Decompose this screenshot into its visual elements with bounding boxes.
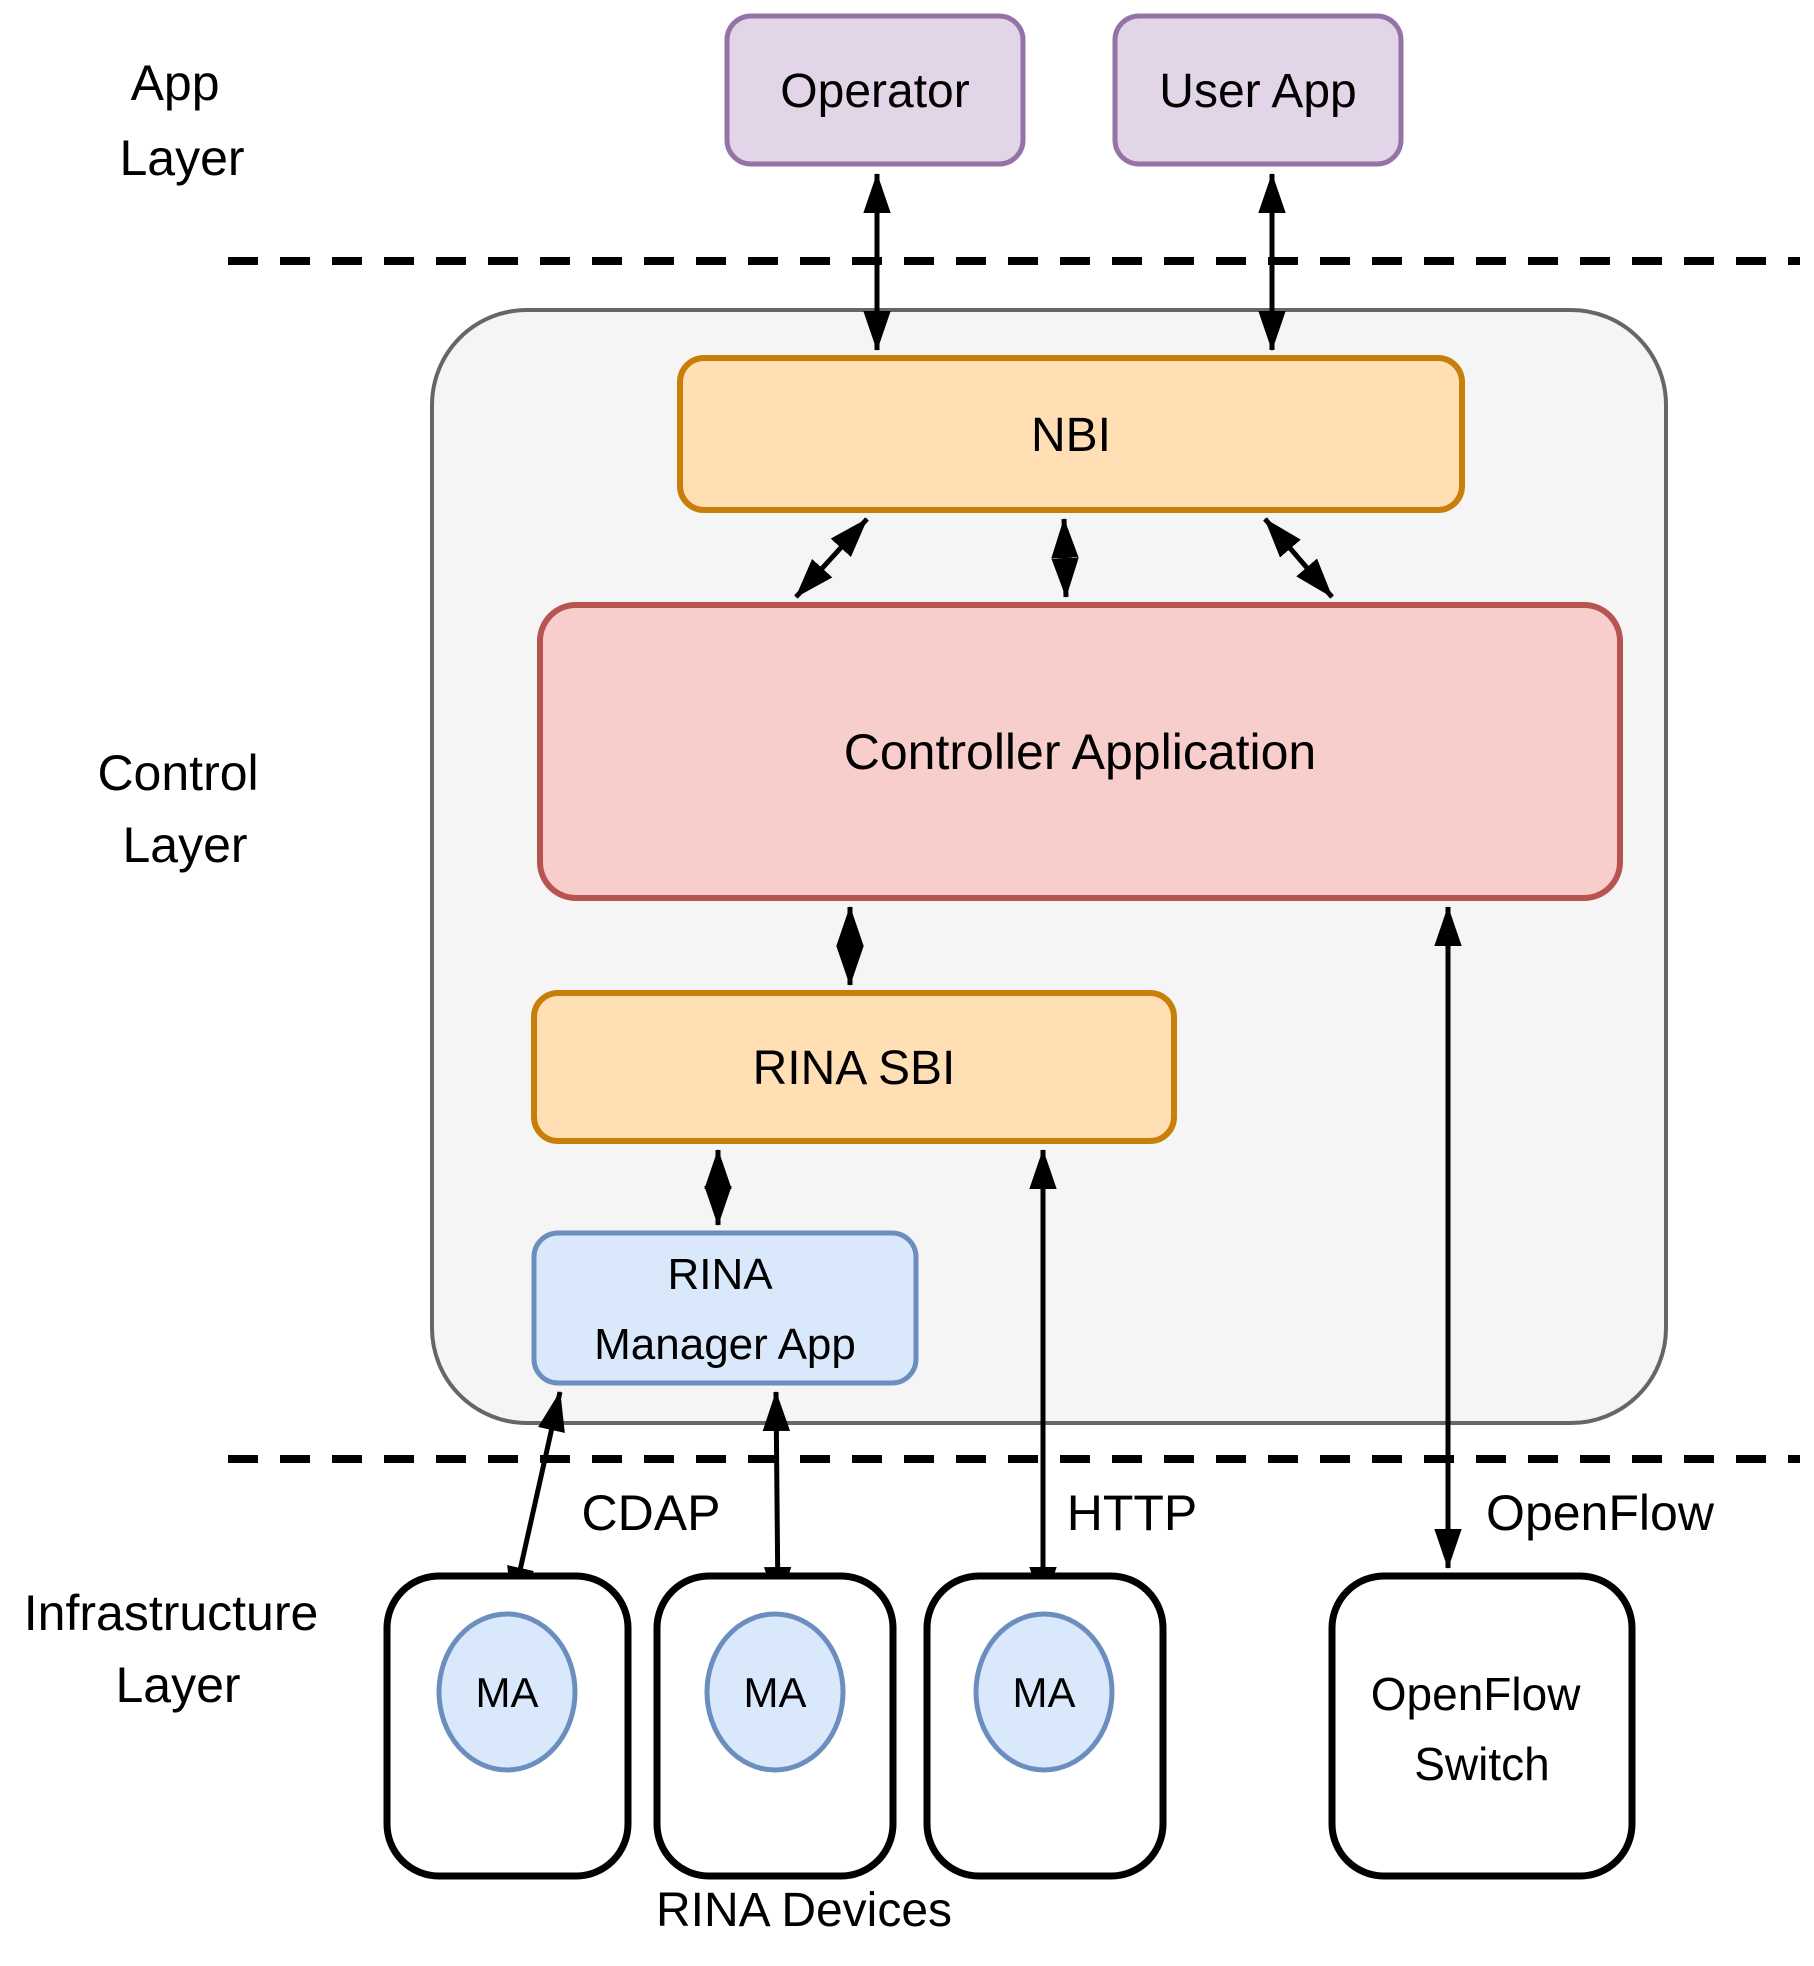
user-app-box xyxy=(1112,13,1404,167)
nbi-box xyxy=(677,355,1465,513)
rina-devices-caption: RINA Devices xyxy=(656,1884,952,1937)
arrow-nbi-controller-left xyxy=(794,517,869,599)
user-app-node: User App xyxy=(1112,13,1404,167)
nbi-label: NBI xyxy=(1031,409,1111,462)
arrow-nbi-controller-right xyxy=(1263,517,1334,599)
http-label: HTTP xyxy=(1067,1485,1198,1541)
ma-3-label: MA xyxy=(1013,1669,1076,1716)
openflow-switch-label: OpenFlow Switch xyxy=(1371,1668,1593,1790)
openflow-switch-node: OpenFlow Switch xyxy=(1328,1572,1636,1880)
ma-3-ellipse xyxy=(973,1611,1115,1773)
arrow-nbi-controller-middle xyxy=(1051,517,1079,599)
user-app-label: User App xyxy=(1159,65,1356,118)
infrastructure-layer-label: Infrastructure Layer xyxy=(24,1585,332,1713)
openflow-label: OpenFlow xyxy=(1486,1485,1715,1541)
rina-device-1: MA xyxy=(383,1572,632,1880)
operator-box xyxy=(724,13,1026,167)
controller-application-box xyxy=(537,602,1623,901)
nbi-node: NBI xyxy=(677,355,1465,513)
rina-sbi-box xyxy=(531,990,1177,1144)
cdap-label: CDAP xyxy=(582,1485,721,1541)
ma-1-ellipse xyxy=(436,1611,578,1773)
control-layer-label: Control Layer xyxy=(97,745,272,873)
rina-device-2: MA xyxy=(653,1572,897,1880)
rina-manager-app-label: RINA Manager App xyxy=(594,1250,856,1369)
openflow-switch-box xyxy=(1328,1572,1636,1880)
arrow-manager-ma2-cdap xyxy=(762,1390,792,1608)
rina-sbi-label: RINA SBI xyxy=(753,1042,956,1095)
app-layer-label: App Layer xyxy=(119,55,244,186)
controller-application-label: Controller Application xyxy=(844,724,1317,780)
controller-application-node: Controller Application xyxy=(537,602,1623,901)
ma-1-label: MA xyxy=(476,1669,539,1716)
rina-manager-app-box xyxy=(531,1230,919,1386)
connectors xyxy=(507,172,1462,1608)
ma-2-label: MA xyxy=(744,1669,807,1716)
arrow-manager-ma1-cdap xyxy=(507,1390,565,1608)
rina-device-3: MA xyxy=(923,1572,1167,1880)
rina-manager-app-node: RINA Manager App xyxy=(531,1230,919,1386)
operator-label: Operator xyxy=(780,65,969,118)
operator-node: Operator xyxy=(724,13,1026,167)
rina-sbi-node: RINA SBI xyxy=(531,990,1177,1144)
ma-2-ellipse xyxy=(704,1611,846,1773)
